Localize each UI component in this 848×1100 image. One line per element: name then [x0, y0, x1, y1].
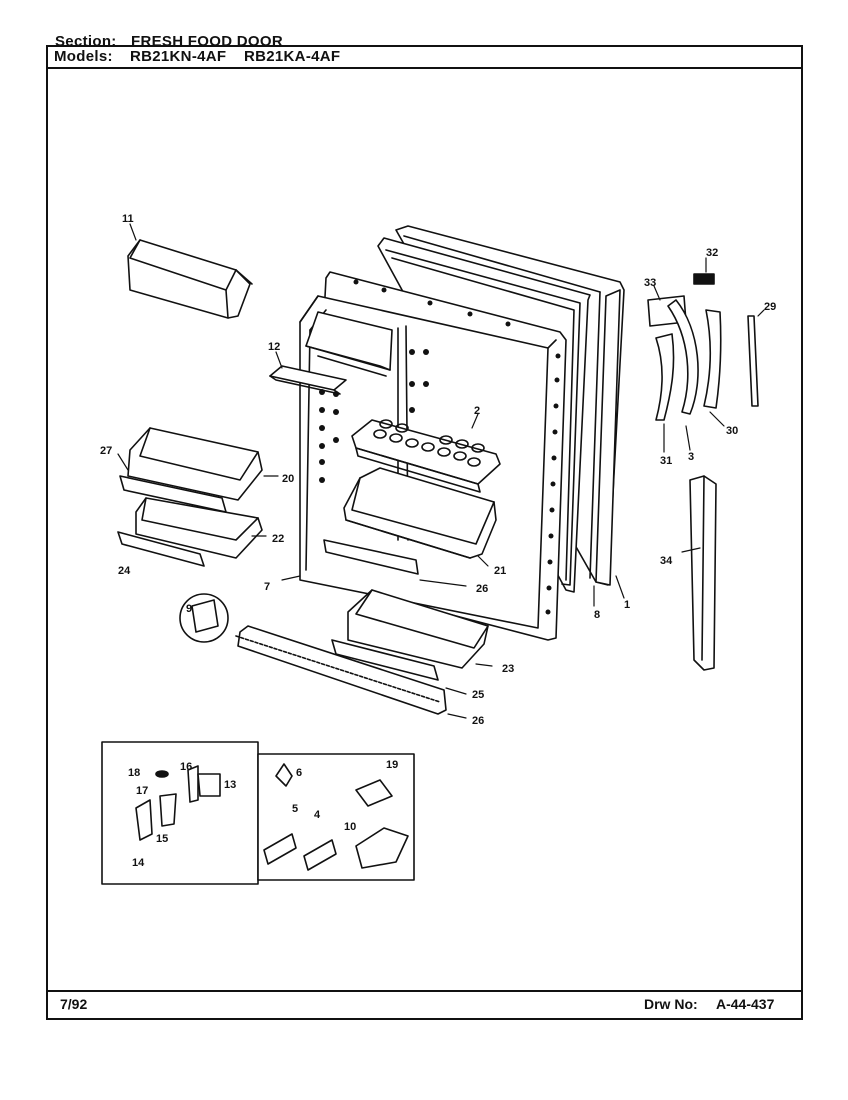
part-callouts: 1 2 3 4 5 6 7 8 9 10 11 12 13 14 15 16 1…: [100, 213, 776, 869]
models-row: Models: RB21KN-4AF RB21KA-4AF: [48, 47, 801, 69]
callout-17: 17: [136, 785, 148, 797]
callout-2: 2: [474, 405, 480, 417]
callout-6: 6: [296, 767, 302, 779]
callout-11: 11: [122, 213, 134, 225]
callout-8: 8: [594, 609, 600, 621]
callout-7: 7: [264, 581, 270, 593]
title-block: 7/92 Drw No: A-44-437: [48, 990, 801, 1018]
upper-door-bin: [119, 427, 263, 513]
drawing-number-label: Drw No:: [644, 996, 698, 1012]
callout-24: 24: [118, 565, 131, 577]
egg-tray: [351, 419, 501, 493]
callout-14: 14: [132, 857, 145, 869]
door-shelf-bin: [343, 467, 497, 559]
callout-20: 20: [282, 473, 294, 485]
callout-4: 4: [314, 809, 321, 821]
callout-32: 32: [706, 247, 718, 259]
hinge-assembly-parts: [647, 273, 759, 421]
callout-31: 31: [660, 455, 672, 467]
hinge-cover-strip: [689, 475, 717, 671]
callout-1: 1: [624, 599, 630, 611]
shelf-clip: [269, 365, 347, 395]
callout-9: 9: [186, 603, 192, 615]
drawing-date: 7/92: [60, 996, 88, 1012]
callout-26: 26: [472, 715, 484, 727]
model-number: RB21KN-4AF: [130, 48, 227, 65]
bottom-door-bin: [331, 589, 489, 681]
callout-29: 29: [764, 301, 776, 313]
callout-15: 15: [156, 833, 168, 845]
callout-21: 21: [494, 565, 506, 577]
callout-27: 27: [100, 445, 112, 457]
callout-25: 25: [472, 689, 484, 701]
lower-door-bin: [117, 497, 263, 567]
callout-22: 22: [272, 533, 284, 545]
callout-10: 10: [344, 821, 356, 833]
callout-12: 12: [268, 341, 280, 353]
drawing-frame: Models: RB21KN-4AF RB21KA-4AF 7/92 Drw N…: [46, 45, 803, 1020]
callout-30: 30: [726, 425, 738, 437]
callout-26: 26: [476, 583, 488, 595]
model-number: RB21KA-4AF: [244, 48, 341, 65]
liner-holes: [319, 279, 561, 615]
callout-3: 3: [688, 451, 694, 463]
callout-16: 16: [180, 761, 192, 773]
callout-19: 19: [386, 759, 398, 771]
hardware-inset-boxes: [101, 741, 415, 885]
callout-13: 13: [224, 779, 236, 791]
leader-lines: [117, 223, 765, 719]
liner-upper-shelf: [305, 311, 393, 377]
door-trim-strips: [235, 539, 447, 715]
drawing-number: A-44-437: [716, 996, 775, 1012]
models-label: Models:: [54, 48, 113, 65]
callout-23: 23: [502, 663, 514, 675]
callout-33: 33: [644, 277, 656, 289]
callout-34: 34: [660, 555, 673, 567]
callout-18: 18: [128, 767, 140, 779]
callout-5: 5: [292, 803, 298, 815]
hinge-detail-circle: [179, 593, 229, 643]
dairy-compartment-door: [127, 239, 253, 319]
